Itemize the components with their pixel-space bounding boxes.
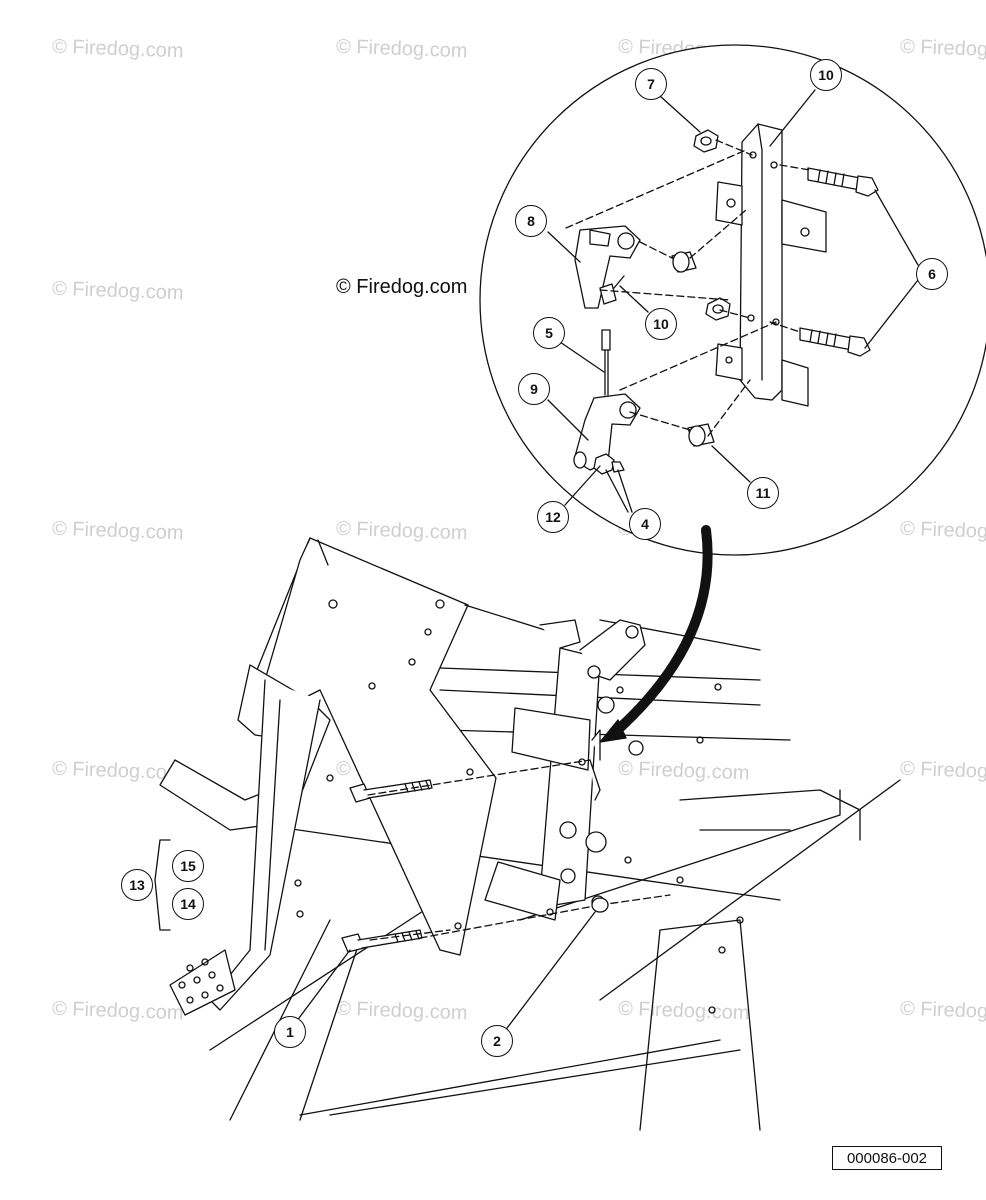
cable [464, 604, 546, 631]
washer-2 [591, 897, 609, 913]
callout-10-upper: 10 [810, 59, 842, 91]
detail-assembly-lines [565, 139, 811, 437]
detail-bracket [715, 123, 827, 407]
callout-4: 4 [629, 508, 661, 540]
detail-nut-10 [705, 297, 731, 321]
copyright-label: © Firedog.com [336, 276, 468, 298]
callout-14: 14 [172, 888, 204, 920]
pivot-bracket-installed [484, 619, 646, 921]
assembly-lines [367, 759, 671, 941]
callout-11: 11 [747, 477, 779, 509]
detail-spacer-lower [687, 423, 715, 447]
cable-end [539, 619, 581, 649]
callout-5: 5 [533, 317, 565, 349]
detail-rod-5 [599, 275, 625, 396]
detail-nut-4 [593, 453, 625, 475]
detail-bolt-lower [799, 327, 871, 357]
callout-8: 8 [515, 205, 547, 237]
detail-lever-9 [573, 393, 641, 471]
bolt-upper [349, 779, 433, 803]
bolt-lower [341, 929, 423, 953]
callout-6: 6 [916, 258, 948, 290]
callout-2: 2 [481, 1025, 513, 1057]
detail-bolt-upper [807, 167, 879, 197]
callout-15: 15 [172, 850, 204, 882]
pedal-mounting-bracket [254, 537, 497, 956]
detail-nut-7 [693, 129, 719, 153]
detail-spacer-upper [671, 251, 697, 273]
callout-1: 1 [274, 1016, 306, 1048]
callout-10-middle: 10 [645, 308, 677, 340]
detail-arrow [607, 525, 713, 740]
detail-view-circle [479, 44, 986, 556]
callout-12: 12 [537, 501, 569, 533]
callout-13: 13 [121, 869, 153, 901]
callout-9: 9 [518, 373, 550, 405]
detail-leader-lines [547, 89, 919, 513]
reference-code: 000086-002 [832, 1146, 942, 1170]
detail-lever-8 [574, 225, 641, 309]
pedal-assembly [159, 664, 331, 1016]
callout-7: 7 [635, 68, 667, 100]
detail-arrowhead [599, 719, 627, 743]
